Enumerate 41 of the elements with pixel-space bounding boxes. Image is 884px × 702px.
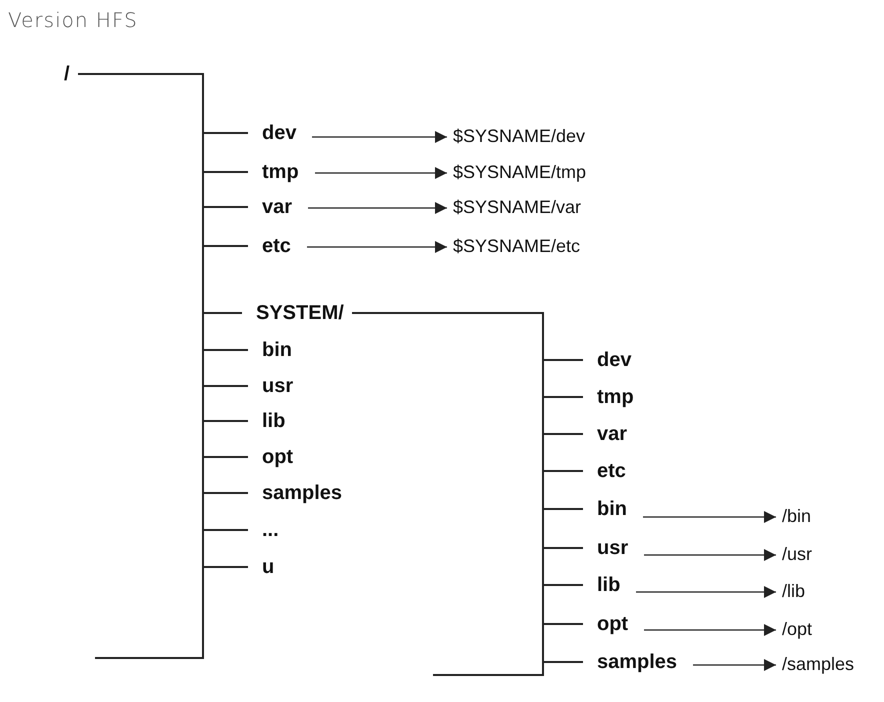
target-path: /usr: [782, 545, 812, 565]
directory-name: opt: [597, 613, 628, 635]
directory-name: lib: [597, 574, 620, 596]
arrow: [307, 241, 447, 253]
arrow: [636, 586, 776, 598]
directory-name: /: [64, 63, 70, 85]
arrow: [644, 549, 776, 561]
directory-name: samples: [597, 651, 678, 673]
target-path: /lib: [782, 582, 806, 602]
directory-name: opt: [262, 446, 294, 468]
arrow: [644, 624, 776, 636]
target-path: $SYSNAME/var: [453, 198, 582, 218]
arrow: [312, 131, 447, 143]
directory-name: dev: [597, 349, 632, 371]
arrow: [643, 511, 776, 523]
directory-name: bin: [597, 498, 627, 520]
directory-name: u: [262, 556, 274, 578]
target-path: $SYSNAME/tmp: [453, 163, 586, 183]
directory-name: lib: [262, 410, 286, 432]
arrow: [693, 659, 776, 671]
directory-name: bin: [262, 339, 292, 361]
directory-name: ...: [262, 519, 279, 541]
target-path: $SYSNAME/etc: [453, 237, 580, 257]
diagram-title: Version HFS: [8, 8, 138, 32]
target-path: /opt: [782, 620, 812, 640]
directory-name: etc: [262, 235, 291, 257]
directory-name: tmp: [597, 386, 634, 408]
directory-name: usr: [597, 537, 628, 559]
target-path: /bin: [782, 507, 812, 527]
directory-name: dev: [262, 122, 296, 144]
target-path: /samples: [782, 655, 854, 675]
directory-name: usr: [262, 375, 294, 397]
directory-name: var: [597, 423, 628, 445]
directory-name: SYSTEM/: [256, 302, 344, 324]
arrow: [315, 167, 447, 179]
target-path: $SYSNAME/dev: [453, 127, 586, 147]
directory-name: var: [262, 196, 292, 218]
directory-name: samples: [262, 482, 342, 504]
directory-name: etc: [597, 460, 626, 482]
directory-name: tmp: [262, 161, 299, 183]
arrow: [308, 202, 447, 214]
